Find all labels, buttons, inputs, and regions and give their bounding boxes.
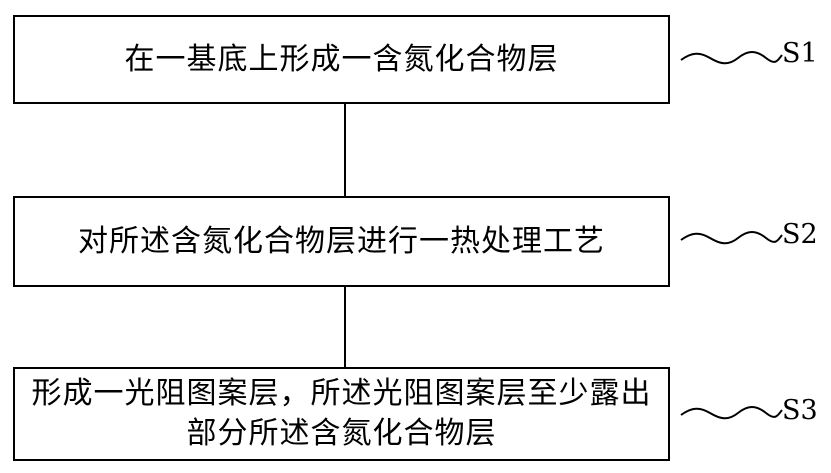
leader-line-s2 — [680, 231, 783, 245]
leader-line-s1 — [680, 51, 783, 65]
step-label-s3: S3 — [782, 395, 818, 426]
step-label-s2: S2 — [782, 219, 818, 250]
step-text-s2: 对所述含氮化合物层进行一热处理工艺 — [78, 223, 605, 259]
step-text-s3: 形成一光阻图案层，所述光阻图案层至少露出部分所述含氮化合物层 — [31, 376, 652, 451]
step-label-s1: S1 — [782, 38, 818, 69]
connector-line-s2-s3 — [344, 287, 346, 367]
step-box-s1: 在一基底上形成一含氮化合物层 — [13, 15, 670, 104]
step-box-s3: 形成一光阻图案层，所述光阻图案层至少露出部分所述含氮化合物层 — [13, 367, 670, 461]
step-box-s2: 对所述含氮化合物层进行一热处理工艺 — [13, 196, 670, 287]
leader-line-s3 — [680, 406, 783, 420]
connector-line-s1-s2 — [344, 104, 346, 196]
step-text-s1: 在一基底上形成一含氮化合物层 — [124, 41, 559, 77]
